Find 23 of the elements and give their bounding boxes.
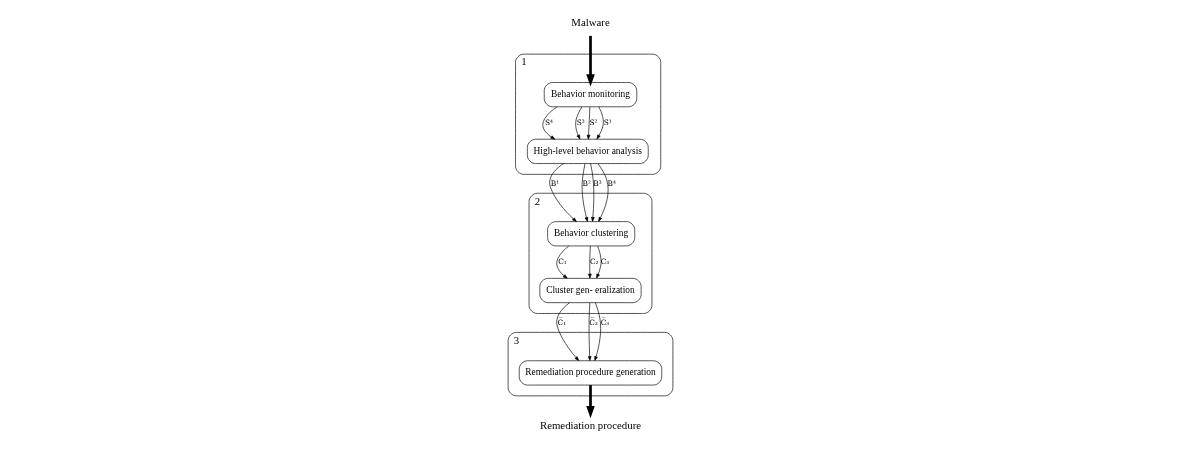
arrow bbox=[581, 163, 589, 222]
node-box: Cluster gen- eralization bbox=[539, 278, 642, 303]
arrow bbox=[542, 106, 558, 140]
arrow bbox=[587, 302, 592, 361]
node-box: Behavior monitoring bbox=[543, 82, 638, 108]
arrow bbox=[556, 245, 570, 279]
arrow bbox=[597, 163, 609, 222]
node-box: High-level behavior analysis bbox=[527, 138, 649, 164]
node-box: Remediation procedure generation bbox=[518, 360, 663, 386]
arrow bbox=[575, 106, 583, 140]
node-box: Behavior clustering bbox=[547, 221, 636, 247]
arrow bbox=[586, 106, 591, 140]
node-text: Malware bbox=[571, 16, 610, 29]
arrow bbox=[556, 302, 580, 361]
arrow bbox=[588, 245, 592, 279]
node-text: Remediation procedure bbox=[539, 418, 642, 431]
arrow bbox=[549, 163, 577, 222]
arrow bbox=[586, 385, 595, 419]
arrow bbox=[586, 35, 595, 87]
arrow bbox=[596, 106, 604, 140]
arrow bbox=[596, 245, 602, 279]
arrow bbox=[594, 302, 601, 361]
arrow bbox=[590, 163, 595, 222]
